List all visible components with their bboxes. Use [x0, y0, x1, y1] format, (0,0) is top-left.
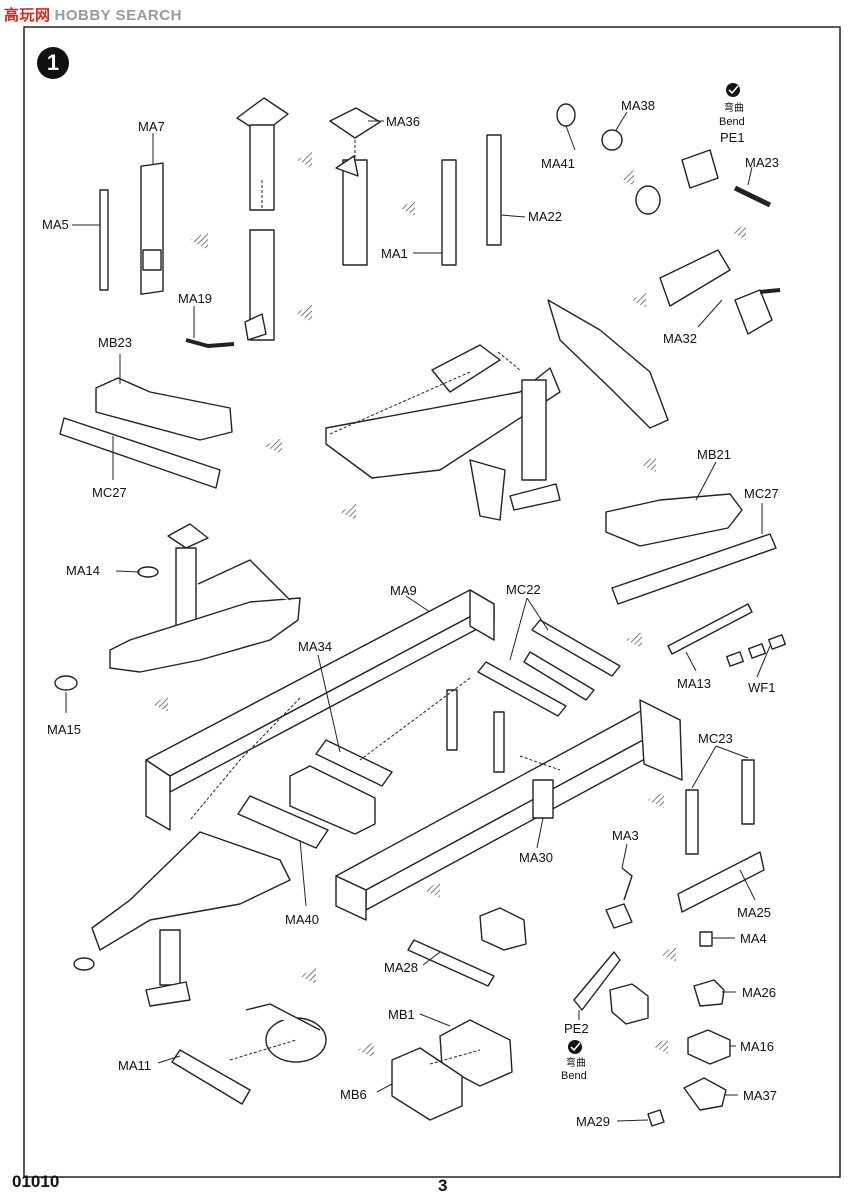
- part-mc22-rods-drawing: [446, 619, 621, 773]
- label-ma14: MA14: [66, 563, 100, 578]
- step-number-badge: 1: [37, 47, 69, 79]
- center-hitch-assembly-drawing: [325, 299, 669, 521]
- label-ma30: MA30: [519, 850, 553, 865]
- label-ma11: MA11: [118, 1058, 151, 1073]
- label-ma22: MA22: [528, 209, 562, 224]
- label-ma7: MA7: [138, 119, 165, 134]
- watermark-text: HOBBY SEARCH: [54, 7, 182, 24]
- label-mb1: MB1: [388, 1007, 415, 1022]
- page-number: 3: [438, 1176, 448, 1195]
- label-mc22: MC22: [506, 582, 541, 597]
- part-mb23-mc27-drawing: [59, 377, 233, 489]
- label-ma37: MA37: [743, 1088, 777, 1103]
- label-ma28: MA28: [384, 960, 418, 975]
- part-mc23-ma25-drawing: [677, 759, 765, 913]
- label-mb21: MB21: [697, 447, 731, 462]
- bend-note-cn-pe2: 弯曲: [566, 1056, 586, 1069]
- rear-stand-drawing: [73, 831, 291, 1007]
- label-mc23: MC23: [698, 731, 733, 746]
- assembly-direction-arrows: [152, 152, 746, 1058]
- main-chassis-frame-drawing: [145, 589, 683, 921]
- label-ma41: MA41: [541, 156, 575, 171]
- label-ma32: MA32: [663, 331, 697, 346]
- part-pe1-bracket-drawing: [556, 103, 772, 215]
- label-mb23: MB23: [98, 335, 132, 350]
- bend-note-icon-pe1: [726, 83, 740, 97]
- label-mc27-right: MC27: [744, 486, 779, 501]
- bend-note-en-pe1: Bend: [719, 116, 745, 128]
- part-mb21-mc27-drawing: [605, 493, 777, 605]
- part-ma7-ma5-drawing: [99, 162, 164, 295]
- part-ma13-wf1-drawing: [667, 603, 786, 667]
- watermark-logo: 高玩网: [4, 7, 51, 24]
- part-ma16-ma37-ma29-drawing: [647, 1029, 731, 1127]
- bend-note-icon-pe2: [568, 1040, 582, 1054]
- label-ma15: MA15: [47, 722, 81, 737]
- label-ma9: MA9: [390, 583, 417, 598]
- part-ma11-drawing: [171, 1003, 327, 1105]
- label-mb6: MB6: [340, 1087, 367, 1102]
- part-ma30-drawing: [532, 779, 554, 819]
- label-ma29: MA29: [576, 1114, 610, 1129]
- part-mb1-mb6-drawing: [391, 1019, 513, 1121]
- label-ma19: MA19: [178, 291, 212, 306]
- catalog-code: 01010: [12, 1172, 60, 1191]
- label-ma4: MA4: [740, 931, 767, 946]
- label-ma13: MA13: [677, 676, 711, 691]
- part-ma32-drawing: [659, 249, 781, 335]
- bend-note-en-pe2: Bend: [561, 1070, 587, 1082]
- label-wf1: WF1: [748, 680, 775, 695]
- label-ma40: MA40: [285, 912, 319, 927]
- label-mc27-left: MC27: [92, 485, 127, 500]
- part-ma19-drawing: [185, 338, 235, 348]
- part-ma36-drawing: [236, 97, 381, 341]
- bend-note-cn-pe1: 弯曲: [724, 101, 744, 114]
- page-frame: [23, 26, 841, 1178]
- label-ma1: MA1: [381, 246, 408, 261]
- label-ma16: MA16: [740, 1039, 774, 1054]
- label-ma26: MA26: [742, 985, 776, 1000]
- part-ma3-pe2-drawing: [573, 867, 649, 1025]
- label-ma36: MA36: [386, 114, 420, 129]
- label-ma23: MA23: [745, 155, 779, 170]
- leader-lines: [65, 111, 771, 1122]
- part-ma4-ma26-drawing: [693, 931, 725, 1007]
- label-ma5: MA5: [42, 217, 69, 232]
- part-ma1-ma22-drawing: [441, 134, 502, 266]
- label-ma3: MA3: [612, 828, 639, 843]
- label-pe1: PE1: [720, 130, 745, 145]
- part-ma28-drawing: [407, 907, 527, 987]
- part-ma14-stand-drawing: [54, 523, 301, 691]
- part-ma34-ma40-drawing: [237, 739, 393, 849]
- label-ma34: MA34: [298, 639, 332, 654]
- label-ma25: MA25: [737, 905, 771, 920]
- label-ma38: MA38: [621, 98, 655, 113]
- label-pe2: PE2: [564, 1021, 589, 1036]
